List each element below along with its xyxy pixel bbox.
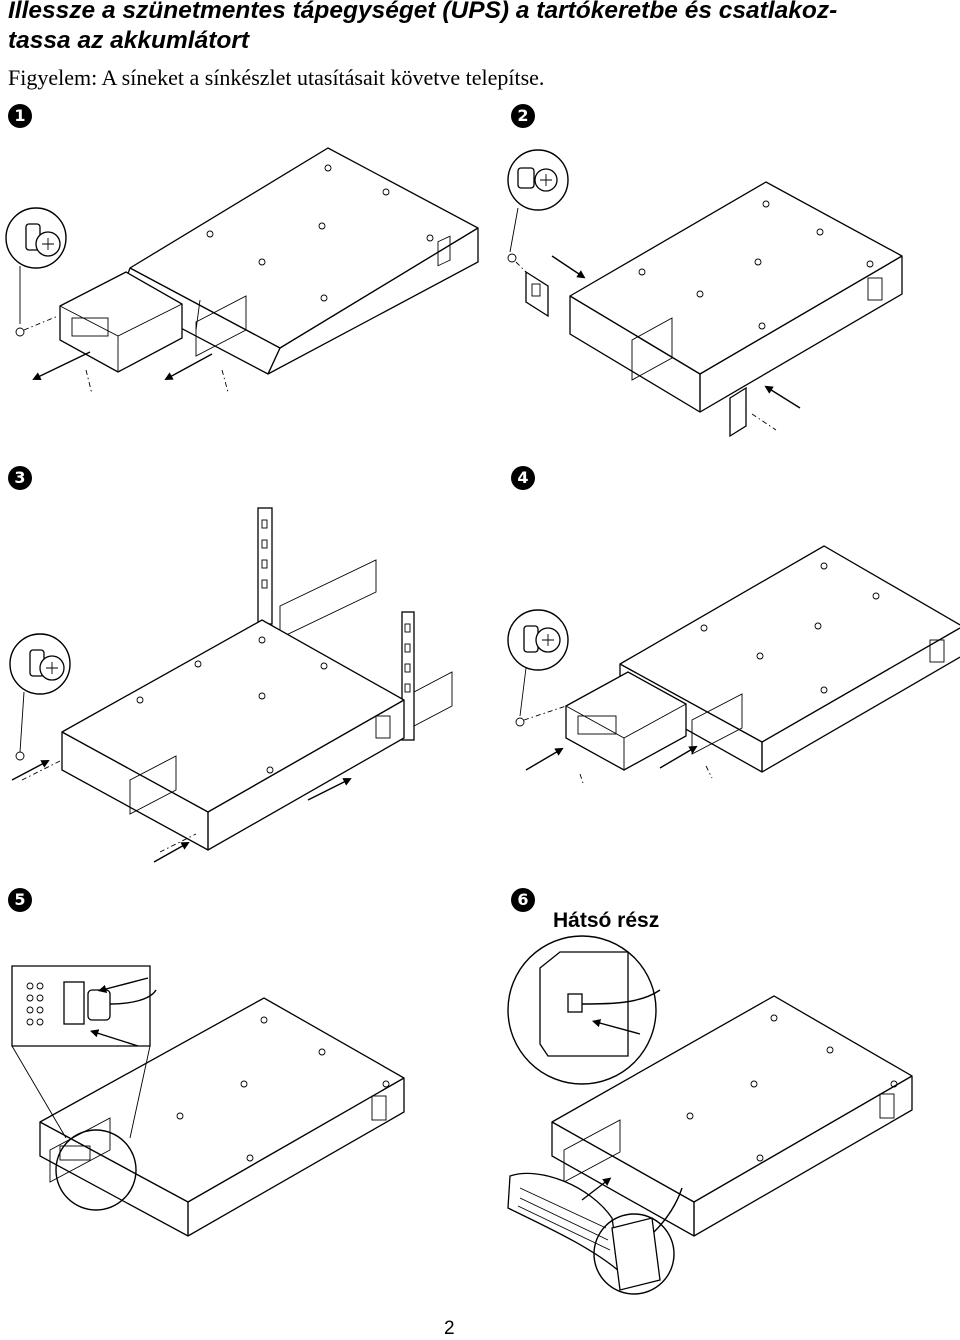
- step-3-illustration: [9, 507, 453, 863]
- step-5-number: 5: [8, 888, 32, 912]
- step-2-number: 2: [511, 104, 535, 128]
- step-2-illustration: [507, 149, 903, 438]
- screw-detail-magnifier: [5, 207, 67, 269]
- step-4-number: 4: [511, 466, 535, 490]
- step-1-number: 1: [8, 104, 32, 128]
- step-6-number: 6: [511, 888, 535, 912]
- page-title-line-1: Illessze a szünetmentes tápegységet (UPS…: [8, 0, 838, 24]
- front-bezel: [507, 1172, 621, 1274]
- step-6-illustration: [507, 935, 913, 1295]
- step-5-illustration: [11, 965, 405, 1237]
- ups-unit-step-6: [551, 995, 913, 1237]
- screw-detail-magnifier: [9, 633, 71, 695]
- ups-unit-step-3: [61, 619, 405, 851]
- step-4-illustration: [507, 545, 960, 787]
- rack-rail-left: [257, 507, 273, 625]
- rear-panel-magnifier: [507, 935, 657, 1085]
- page-title: Illessze a szünetmentes tápegységet (UPS…: [8, 0, 958, 56]
- step-1-illustration: [5, 147, 479, 395]
- page-title-line-2: tassa az akkumlátort: [8, 27, 250, 54]
- screw-detail-magnifier: [507, 609, 569, 671]
- page-number: 2: [444, 1318, 455, 1339]
- rail-warning: Figyelem: A síneket a sínkészlet utasítá…: [8, 65, 545, 90]
- ups-unit-step-5: [39, 997, 405, 1237]
- rear-side-label: Hátsó rész: [553, 909, 660, 932]
- ups-unit-step-2: [569, 181, 903, 413]
- step-3-number: 3: [8, 466, 32, 490]
- connector-detail-magnifier: [55, 1129, 137, 1211]
- screw-detail-magnifier: [507, 149, 569, 211]
